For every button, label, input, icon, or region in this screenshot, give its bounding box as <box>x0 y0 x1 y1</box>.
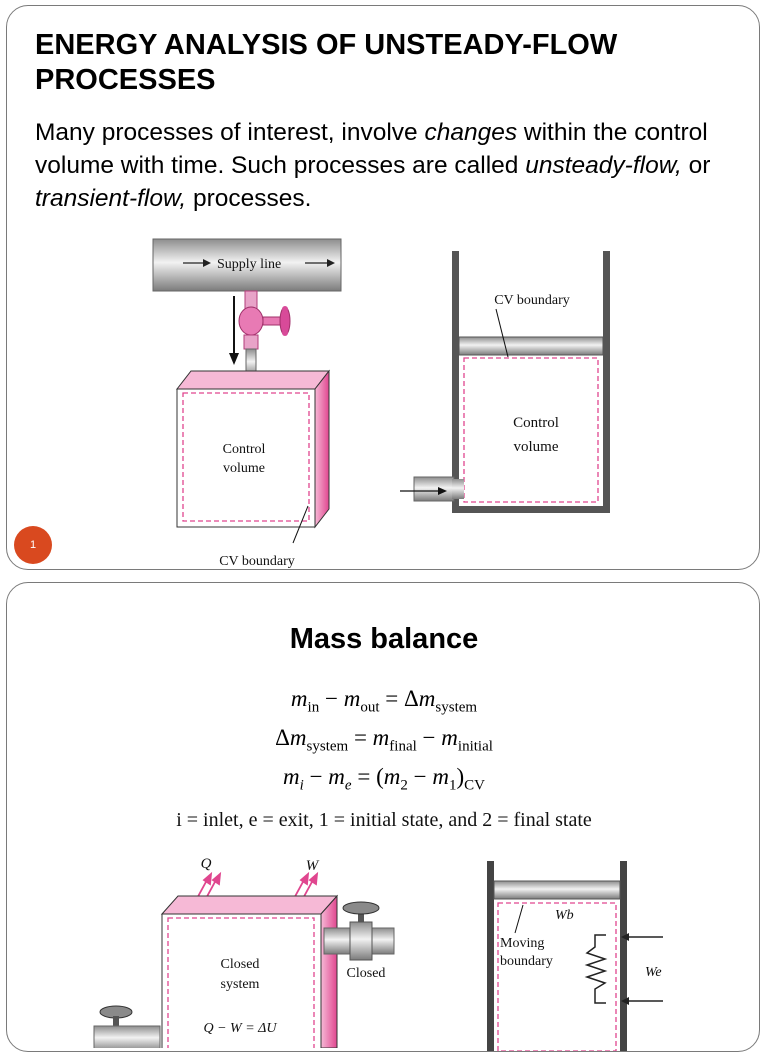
control-label: Control <box>223 442 266 457</box>
closed-system-label-1: Closed <box>221 957 260 972</box>
closed-valve-label: Closed <box>347 966 386 981</box>
electrical-work-label: We <box>645 965 662 980</box>
volume-label-2: volume <box>514 439 559 455</box>
slide-number-badge: 1 <box>14 526 52 564</box>
slide-2: Mass balance min − mout = Δmsystem Δmsys… <box>6 582 760 1052</box>
boundary-label: boundary <box>500 954 553 969</box>
state-definitions: i = inlet, e = exit, 1 = initial state, … <box>176 809 592 831</box>
slide-1-title: ENERGY ANALYSIS OF UNSTEADY-FLOW PROCESS… <box>35 29 618 96</box>
energy-equation-label: Q − W = ΔU <box>204 1021 278 1036</box>
equation-mass-balance: min − mout = Δmsystem <box>290 686 478 716</box>
piston <box>458 336 604 356</box>
cv-boundary-label-2: CV boundary <box>494 293 570 308</box>
figure-moving-boundary: Wb Moving boundary We <box>487 861 663 1051</box>
valve-icon <box>238 290 291 378</box>
moving-label: Moving <box>500 936 544 951</box>
volume-label: volume <box>223 461 265 476</box>
body-text-1: Many processes of interest, involve <box>35 119 425 146</box>
inlet-pipe <box>413 476 455 502</box>
piston-2 <box>493 880 621 900</box>
body-text-7: processes. <box>186 185 312 212</box>
supply-line-label: Supply line <box>217 257 281 272</box>
boundary-work-label: Wb <box>555 908 574 923</box>
figure-tank-charging: Supply line Control volume CV boundary <box>152 238 342 569</box>
heat-label: Q <box>201 856 212 872</box>
control-label-2: Control <box>513 415 559 431</box>
control-volume-tank <box>176 388 316 528</box>
slide-2-title: Mass balance <box>289 623 479 655</box>
body-text-5: or <box>681 152 711 179</box>
work-label: W <box>306 858 320 874</box>
closed-system-label-2: system <box>221 977 260 992</box>
equation-mi-me: mi − me = (m2 − m1)CV <box>283 764 485 794</box>
body-text-3: within the control volume with time. Suc… <box>35 119 708 179</box>
body-text-2: changes <box>424 119 518 146</box>
figure-closed-system: Q W Closed system Q − W = ΔU Closed <box>93 856 395 1048</box>
body-text-4: unsteady-flow, <box>525 152 682 179</box>
slide-1: ENERGY ANALYSIS OF UNSTEADY-FLOW PROCESS… <box>6 5 760 570</box>
resistor-icon <box>584 934 608 1004</box>
equation-delta-m: Δmsystem = mfinal − minitial <box>275 725 493 755</box>
cv-boundary-label: CV boundary <box>219 554 295 569</box>
body-text-6: transient-flow, <box>35 185 187 212</box>
slide-1-body: Many processes of interest, involve chan… <box>35 116 745 215</box>
figure-piston-cylinder: CV boundary Control volume <box>400 251 610 513</box>
